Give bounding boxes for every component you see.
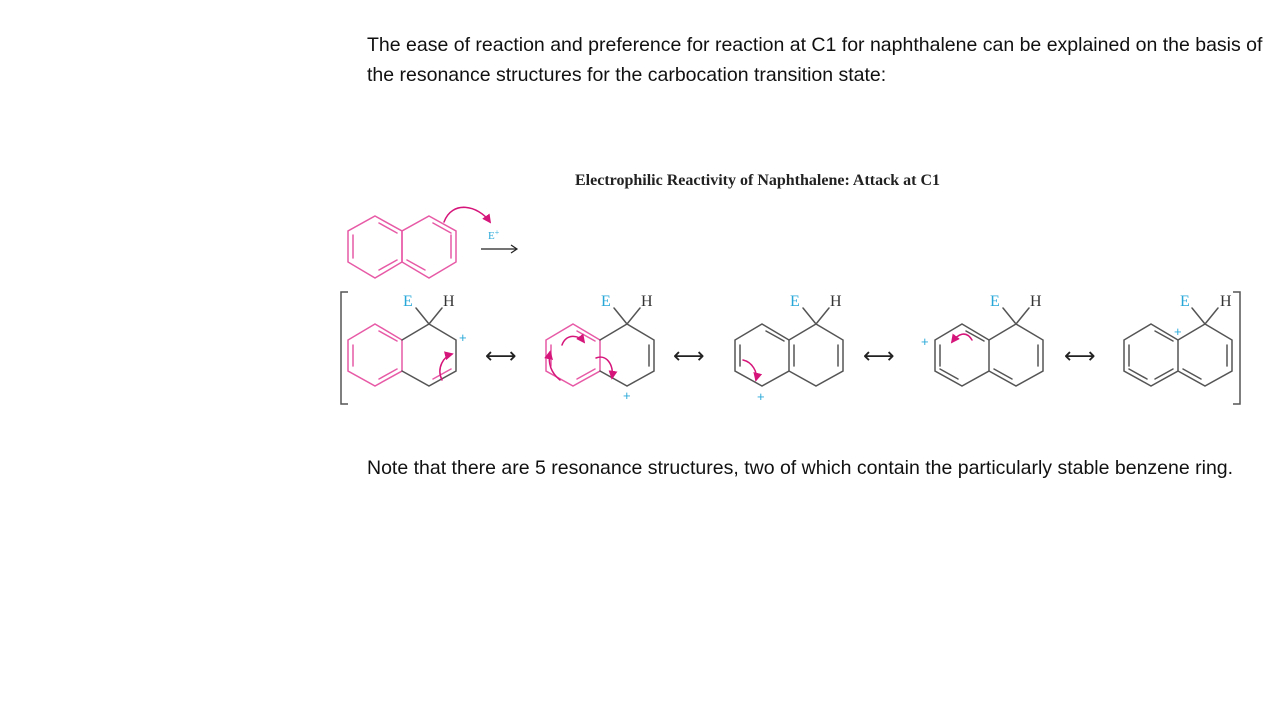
substituent-e-2: E xyxy=(601,293,611,310)
substituent-h-3: H xyxy=(830,293,842,310)
substituent-h-2: H xyxy=(641,293,653,310)
charge-2: + xyxy=(623,388,631,403)
charge-5: + xyxy=(1174,324,1182,339)
substituent-h-1: H xyxy=(443,293,455,310)
naphthalene-start xyxy=(347,206,492,279)
resonance-arrow-2: ⟷ xyxy=(673,344,705,369)
attack-curved-arrow xyxy=(443,206,492,224)
reaction-arrow xyxy=(481,244,519,254)
figure-title: Electrophilic Reactivity of Naphthalene:… xyxy=(575,172,940,189)
resonance-structure-2 xyxy=(544,307,655,387)
substituent-e-1: E xyxy=(403,293,413,310)
left-bracket xyxy=(340,291,348,405)
charge-3: + xyxy=(757,389,765,404)
right-bracket xyxy=(1233,291,1241,405)
substituent-e-3: E xyxy=(790,293,800,310)
charge-1: + xyxy=(459,330,467,345)
substituent-h-4: H xyxy=(1030,293,1042,310)
resonance-structure-1 xyxy=(347,307,457,387)
intro-paragraph: The ease of reaction and preference for … xyxy=(367,34,1263,86)
substituent-e-5: E xyxy=(1180,293,1190,310)
resonance-arrow-4: ⟷ xyxy=(1064,344,1096,369)
charge-4: + xyxy=(921,334,929,349)
substituent-h-5: H xyxy=(1220,293,1232,310)
resonance-structure-5 xyxy=(1123,307,1233,387)
resonance-arrow-3: ⟷ xyxy=(863,344,895,369)
substituent-e-4: E xyxy=(990,293,1000,310)
resonance-structure-4 xyxy=(934,307,1044,387)
note-paragraph: Note that there are 5 resonance structur… xyxy=(367,457,1234,479)
resonance-structure-3 xyxy=(734,307,844,387)
resonance-arrow-1: ⟷ xyxy=(485,344,517,369)
electrophile-label: E+ xyxy=(488,228,500,242)
